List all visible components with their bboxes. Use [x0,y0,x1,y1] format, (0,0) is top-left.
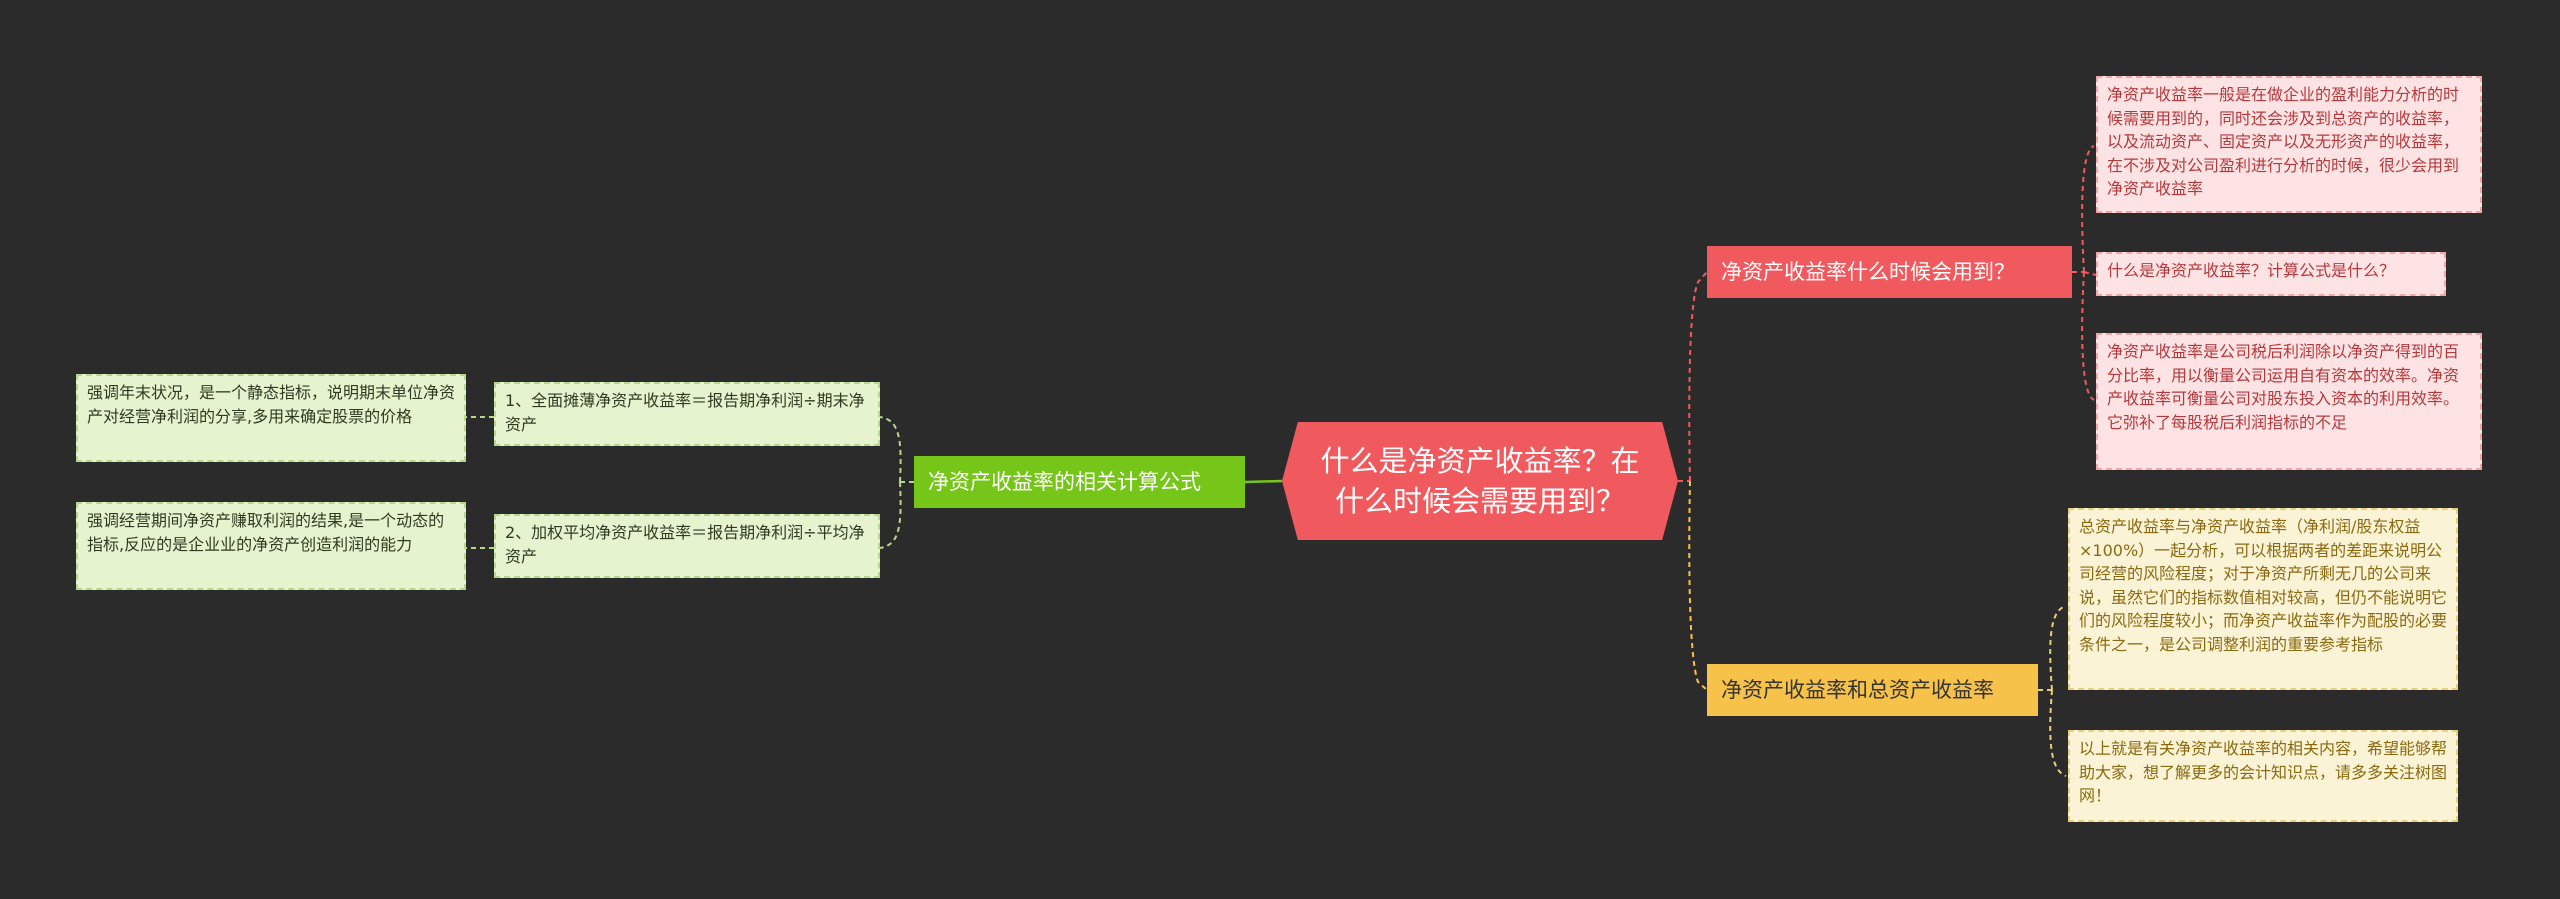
leaf-formula-weighted[interactable]: 2、加权平均净资产收益率＝报告期净利润÷平均净资产 [494,514,880,578]
leaf-definition[interactable]: 净资产收益率是公司税后利润除以净资产得到的百分比率，用以衡量公司运用自有资本的效… [2096,333,2482,470]
branch-compare[interactable]: 净资产收益率和总资产收益率 [1707,664,2038,716]
leaf-compare-analysis[interactable]: 总资产收益率与净资产收益率（净利润/股东权益×100%）一起分析，可以根据两者的… [2068,508,2458,690]
leaf-text: 以上就是有关净资产收益率的相关内容，希望能够帮助大家，想了解更多的会计知识点，请… [2079,739,2448,805]
branch-formulas-label: 净资产收益率的相关计算公式 [928,470,1201,494]
leaf-text: 2、加权平均净资产收益率＝报告期净利润÷平均净资产 [505,523,865,566]
leaf-text: 净资产收益率一般是在做企业的盈利能力分析的时候需要用到的，同时还会涉及到总资产的… [2107,85,2460,198]
leaf-note-dynamic[interactable]: 强调经营期间净资产赚取利润的结果,是一个动态的指标,反应的是企业业的净资产创造利… [76,502,466,590]
branch-formulas[interactable]: 净资产收益率的相关计算公式 [914,456,1245,508]
leaf-text: 总资产收益率与净资产收益率（净利润/股东权益×100%）一起分析，可以根据两者的… [2079,517,2448,654]
connector-compare-leaves [2038,605,2067,777]
connector-root-to-when-used [1678,271,1708,482]
connector-root-to-formulas [1244,479,1283,484]
leaf-formula-diluted[interactable]: 1、全面摊薄净资产收益率＝报告期净利润÷期末净资产 [494,382,880,446]
leaf-closing-note[interactable]: 以上就是有关净资产收益率的相关内容，希望能够帮助大家，想了解更多的会计知识点，请… [2068,730,2458,822]
branch-compare-label: 净资产收益率和总资产收益率 [1721,678,1994,702]
leaf-text: 强调年末状况，是一个静态指标，说明期末单位净资产对经营净利润的分享,多用来确定股… [87,383,456,426]
leaf-text: 强调经营期间净资产赚取利润的结果,是一个动态的指标,反应的是企业业的净资产创造利… [87,511,445,554]
branch-when-used-label: 净资产收益率什么时候会用到？ [1721,260,2015,284]
connector-root-to-compare [1688,480,1708,691]
leaf-what-is-formula[interactable]: 什么是净资产收益率？计算公式是什么？ [2096,252,2446,296]
leaf-note-static[interactable]: 强调年末状况，是一个静态指标，说明期末单位净资产对经营净利润的分享,多用来确定股… [76,374,466,462]
branch-when-used[interactable]: 净资产收益率什么时候会用到？ [1707,246,2072,298]
connector-formulas-leaves [879,416,914,549]
root-topic-text: 什么是净资产收益率？在什么时候会需要用到？ [1320,444,1640,518]
leaf-text: 什么是净资产收益率？计算公式是什么？ [2107,261,2396,280]
leaf-text: 1、全面摊薄净资产收益率＝报告期净利润÷期末净资产 [505,391,865,434]
leaf-when-used-detail[interactable]: 净资产收益率一般是在做企业的盈利能力分析的时候需要用到的，同时还会涉及到总资产的… [2096,76,2482,213]
leaf-text: 净资产收益率是公司税后利润除以净资产得到的百分比率，用以衡量公司运用自有资本的效… [2107,342,2460,432]
root-topic[interactable]: 什么是净资产收益率？在什么时候会需要用到？ [1282,422,1678,540]
